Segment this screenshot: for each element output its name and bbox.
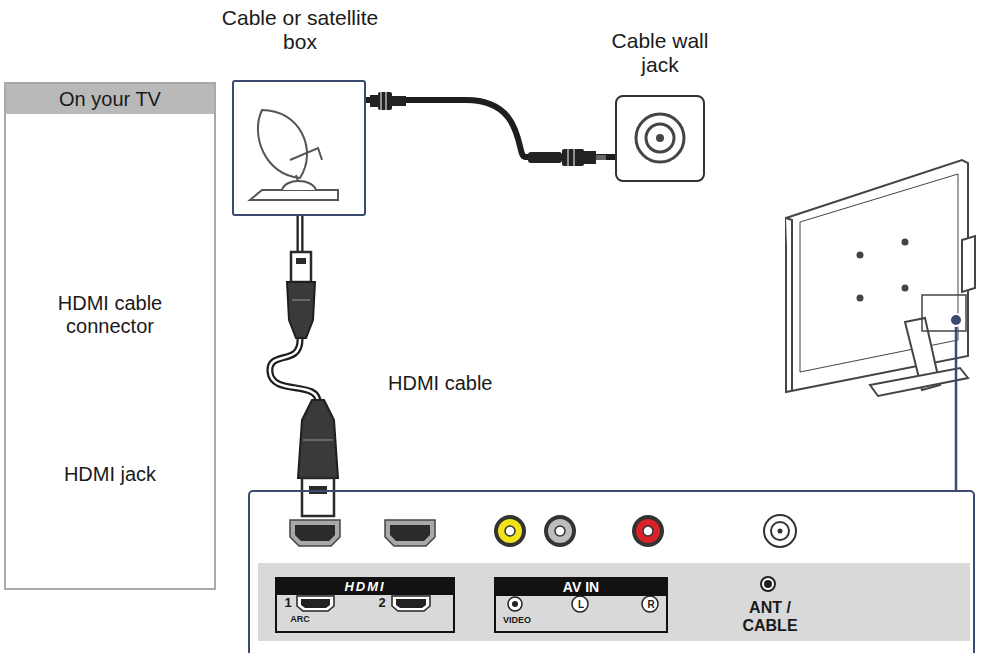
cable-connector: [366, 100, 615, 157]
port-note: VIDEO: [498, 615, 536, 625]
group-heading: AV IN: [496, 579, 666, 596]
channel-letter: L: [572, 598, 590, 612]
jack-title: Cable wall jack: [597, 29, 723, 77]
icon-caption: HDMI jack: [25, 463, 195, 486]
cable-label: HDMI cable: [386, 372, 494, 395]
panel-heading: On your TV: [6, 84, 214, 114]
satellite-dish-icon: [250, 110, 338, 200]
coax-plug: [370, 92, 406, 110]
jack-panel-art: [258, 515, 970, 641]
tv-rear-illustration: [786, 160, 975, 396]
port-number: 2: [375, 596, 389, 611]
cable-box: Cable or satellite box: [232, 80, 366, 216]
port-label: ANT / CABLE: [720, 599, 820, 636]
hdmi-plug: [298, 400, 338, 516]
channel-letter: R: [642, 598, 660, 612]
coax-plug: [528, 149, 606, 166]
leader-line: [950, 314, 962, 490]
wall-jack: Cable wall jack: [615, 95, 705, 182]
group-heading: HDMI: [277, 579, 453, 595]
av-in-jack-group: AV IN VIDEO L R: [494, 577, 668, 633]
tv-jack-panel: ANT / CABLE HDMI1ARC 2 AV IN VIDEO L R: [248, 490, 975, 653]
port-note: ARC: [285, 614, 315, 624]
hdmi-jack-group: HDMI1ARC 2: [275, 577, 455, 633]
hdmi-plug: [287, 252, 315, 338]
wall-jack-icon: [636, 114, 684, 162]
icon-caption: HDMI cable connector: [25, 292, 195, 338]
port-number: 1: [281, 596, 295, 611]
box-title: Cable or satellite box: [220, 6, 380, 54]
